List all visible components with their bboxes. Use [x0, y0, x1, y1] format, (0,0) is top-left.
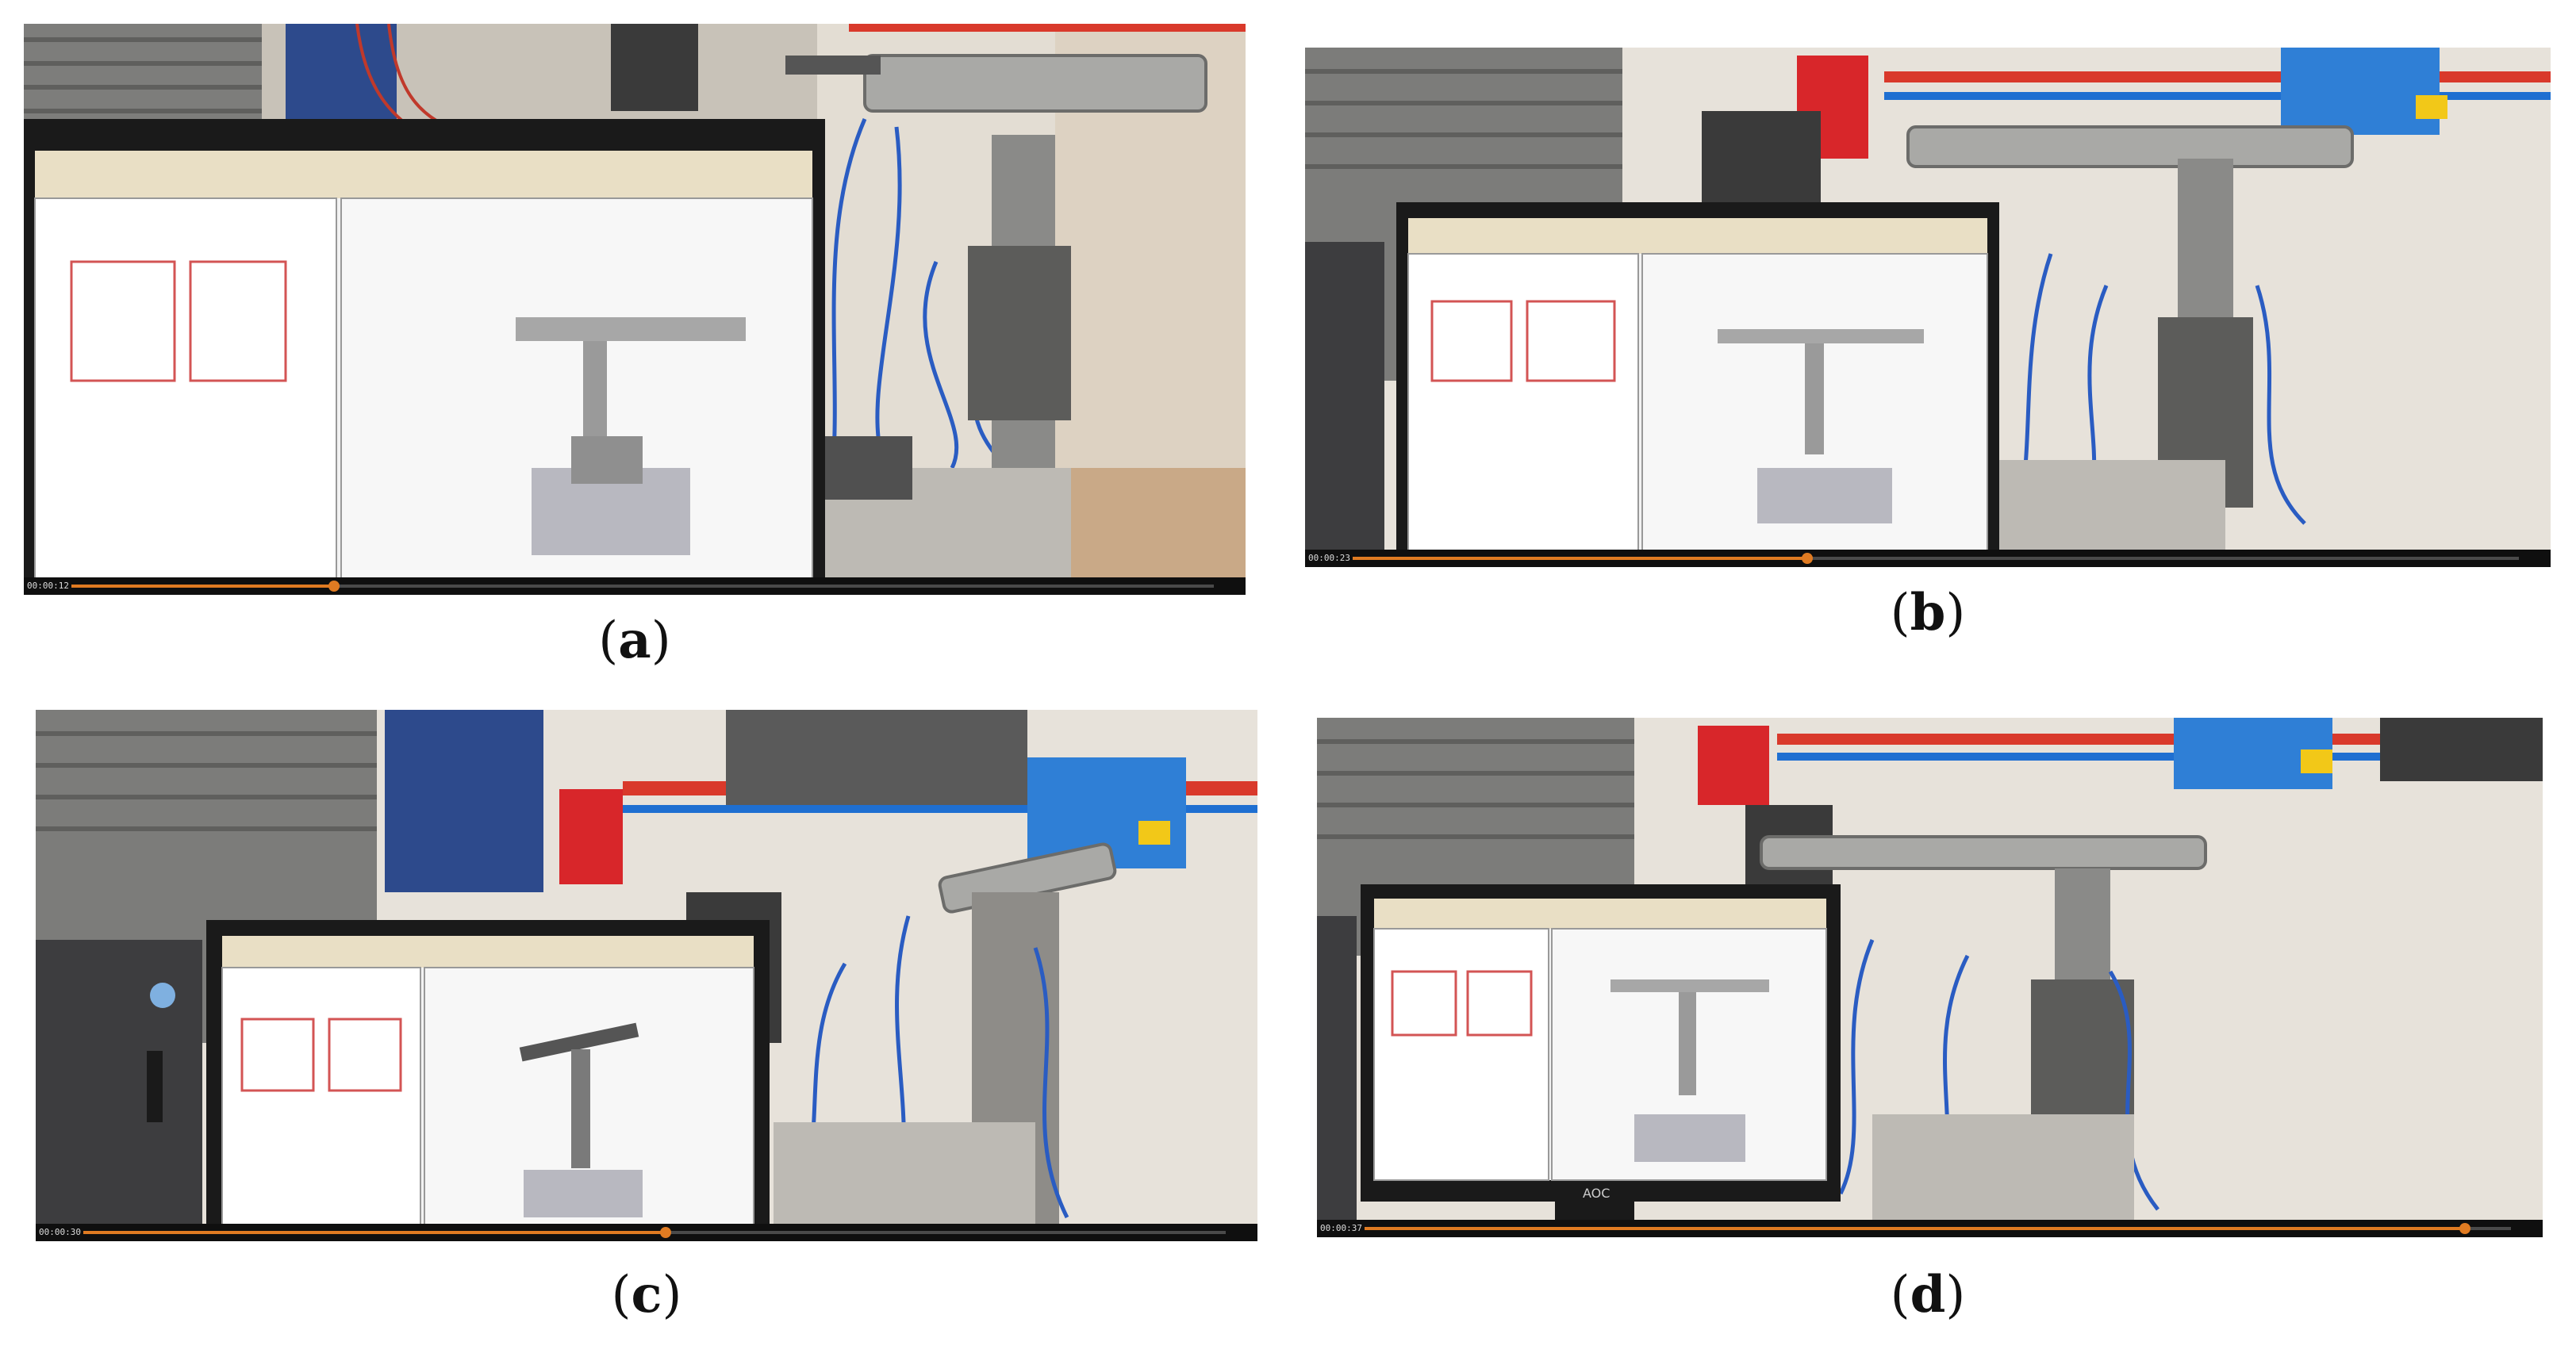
- timeline-knob-b: [1802, 553, 1814, 564]
- caption-b: (b): [1890, 583, 1966, 642]
- caption-a: (a): [598, 611, 671, 670]
- timeline-fill-c: [83, 1231, 666, 1234]
- caption-d: (d): [1890, 1265, 1966, 1324]
- timeline-knob-c: [660, 1227, 672, 1238]
- panel-a: 00:00:12 (a): [24, 24, 1246, 670]
- timeline-fill-b: [1353, 557, 1808, 560]
- timestamp-b: 00:00:23: [1308, 553, 1350, 563]
- photo-c: 00:00:30: [36, 710, 1257, 1241]
- video-timeline-b: 00:00:23: [1305, 550, 2551, 567]
- photo-a: 00:00:12: [24, 24, 1246, 595]
- timeline-knob-d: [2459, 1223, 2471, 1234]
- timeline-knob-a: [328, 581, 340, 592]
- timestamp-a: 00:00:12: [27, 581, 69, 591]
- video-timeline-c: 00:00:30: [36, 1224, 1257, 1241]
- timeline-track-a: [71, 581, 1214, 592]
- video-timeline-a: 00:00:12: [24, 577, 1246, 595]
- photo-b: AOC 00:00:23: [1305, 48, 2551, 567]
- timeline-fill-d: [1365, 1227, 2466, 1230]
- scene-a: [24, 24, 1246, 595]
- panel-b: AOC 00:00:23 (b): [1305, 48, 2551, 642]
- video-timeline-d: 00:00:37: [1317, 1220, 2543, 1237]
- timeline-fill-a: [71, 585, 335, 588]
- panel-d: AOC 00:00:37 (d): [1317, 718, 2543, 1324]
- timestamp-c: 00:00:30: [39, 1227, 81, 1237]
- scene-d: AOC: [1317, 718, 2543, 1237]
- monitor-brand-d: AOC: [1583, 1186, 1610, 1201]
- scene-c: [36, 710, 1257, 1241]
- timeline-track-b: [1353, 553, 2519, 564]
- timestamp-d: 00:00:37: [1320, 1223, 1362, 1233]
- caption-c: (c): [611, 1265, 682, 1324]
- scene-b: AOC: [1305, 48, 2551, 567]
- timeline-track-c: [83, 1227, 1226, 1238]
- panel-c: 00:00:30 (c): [36, 710, 1257, 1324]
- timeline-track-d: [1365, 1223, 2511, 1234]
- photo-d: AOC 00:00:37: [1317, 718, 2543, 1237]
